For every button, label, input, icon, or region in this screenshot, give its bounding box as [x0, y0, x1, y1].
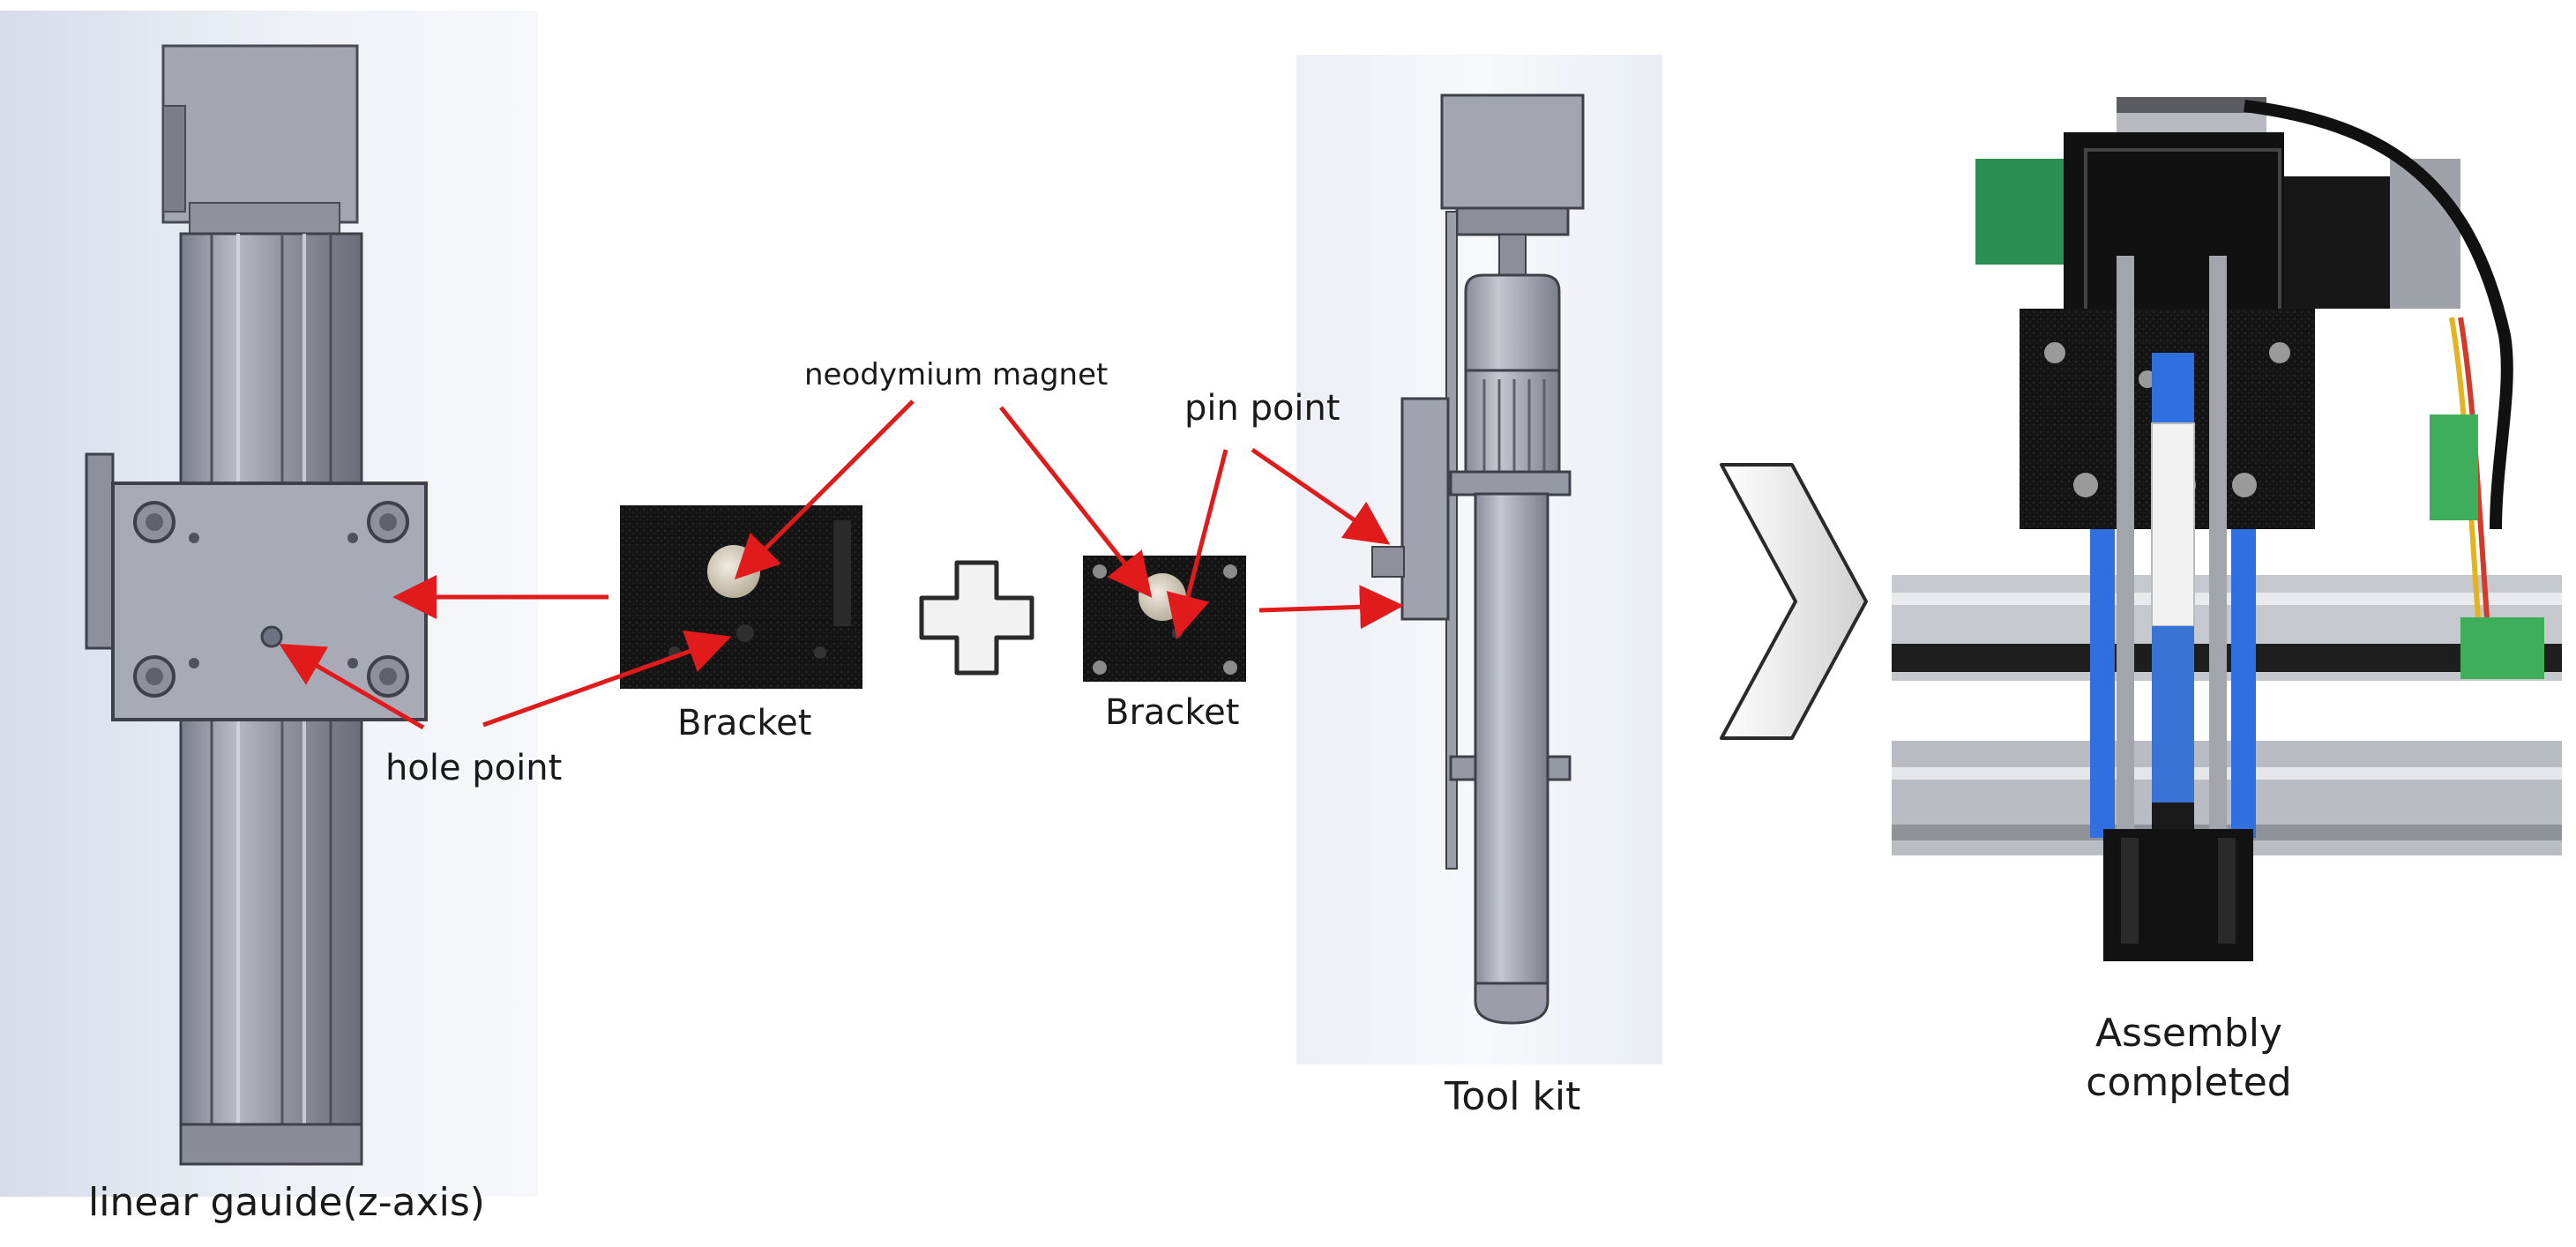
pin-point-arrow-bracket [1166, 449, 1228, 639]
bracket-left-label: Bracket [677, 703, 812, 743]
bracket-right-photo [1083, 556, 1246, 682]
hole-point-label: hole point [385, 748, 563, 788]
pin-point-label: pin point [1184, 388, 1340, 429]
bracket-left-photo [620, 505, 862, 689]
magnet-arrow-left [734, 399, 915, 580]
annotation-arrows [279, 399, 1404, 730]
hole-point-arrow-bracket [482, 630, 732, 728]
linear-guide-cad [0, 11, 538, 1197]
pin-point-arrow-toolkit [1251, 447, 1391, 545]
chevron-right-icon [1720, 463, 1868, 740]
assembly-label-line1: Assembly [2094, 1011, 2283, 1056]
bracket-to-toolkit-arrow [1258, 585, 1404, 630]
assembly-label-line2: completed [2086, 1060, 2292, 1105]
assembly-completed-photo [1892, 97, 2562, 961]
linear-guide-label: linear gauide(z-axis) [88, 1180, 485, 1225]
tool-kit-cad [1296, 55, 1662, 1064]
plus-icon [919, 560, 1034, 676]
neodymium-magnet-label: neodymium magnet [804, 357, 1109, 392]
tool-kit-label: Tool kit [1445, 1074, 1581, 1119]
bracket-right-label: Bracket [1105, 692, 1240, 733]
magnet-arrow-right [999, 406, 1153, 598]
hole-point-arrow-guide [279, 643, 425, 730]
